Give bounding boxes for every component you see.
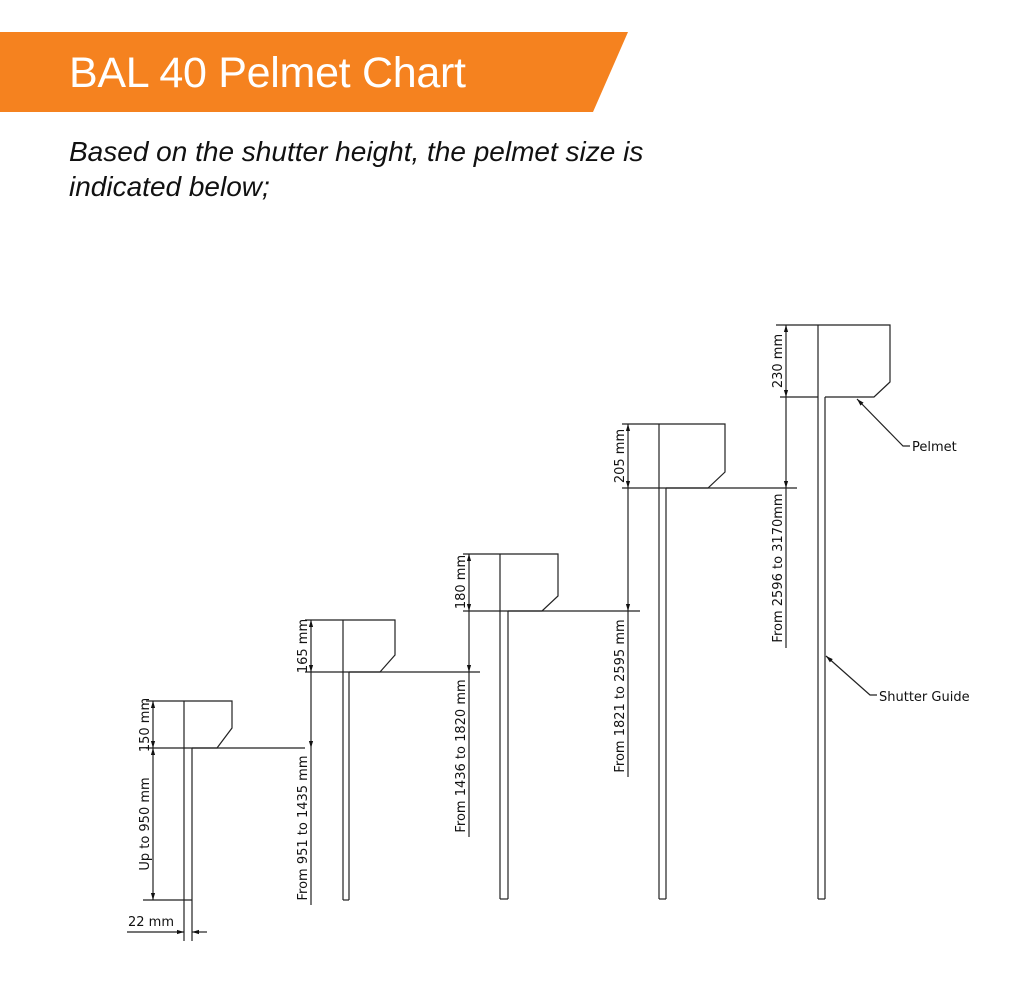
pelmet-size-label-5: 230 mm — [771, 334, 786, 388]
page-title: BAL 40 Pelmet Chart — [69, 49, 466, 97]
pelmet-size-label-4: 205 mm — [613, 429, 628, 483]
pelmet-leader — [856, 398, 910, 447]
shutter-height-label-5: From 2596 to 3170mm — [771, 493, 786, 642]
intro-text: Based on the shutter height, the pelmet … — [69, 136, 644, 202]
shutter-guide-leader — [825, 655, 877, 696]
pelmet-4-outline — [622, 423, 726, 489]
pelmet-2-outline — [305, 619, 396, 673]
pelmet-unit-4 — [622, 423, 797, 900]
title-banner — [0, 32, 628, 112]
shutter-height-label-2: From 951 to 1435 mm — [296, 755, 311, 900]
pelmet-5-outline — [776, 324, 891, 398]
pelmet-unit-5 — [776, 324, 891, 900]
guide-width-label: 22 mm — [128, 915, 174, 930]
pelmet-1-outline — [146, 700, 233, 749]
banner-shape — [0, 32, 628, 112]
shutter-height-label-4: From 1821 to 2595 mm — [613, 619, 628, 772]
pelmet-size-label-2: 165 mm — [296, 619, 311, 673]
pelmet-3-outline — [463, 553, 559, 612]
pelmet-unit-3 — [463, 553, 640, 900]
shutter-height-label-1: Up to 950 mm — [138, 777, 153, 870]
pelmet-unit-2 — [305, 619, 480, 905]
shutter-height-label-3: From 1436 to 1820 mm — [454, 679, 469, 832]
pelmet-size-label-1: 150 mm — [138, 698, 153, 752]
shutter-guide-callout-label: Shutter Guide — [879, 690, 970, 705]
pelmet-unit-1 — [127, 700, 305, 941]
pelmet-callout-label: Pelmet — [912, 440, 957, 455]
pelmet-size-label-3: 180 mm — [454, 555, 469, 609]
